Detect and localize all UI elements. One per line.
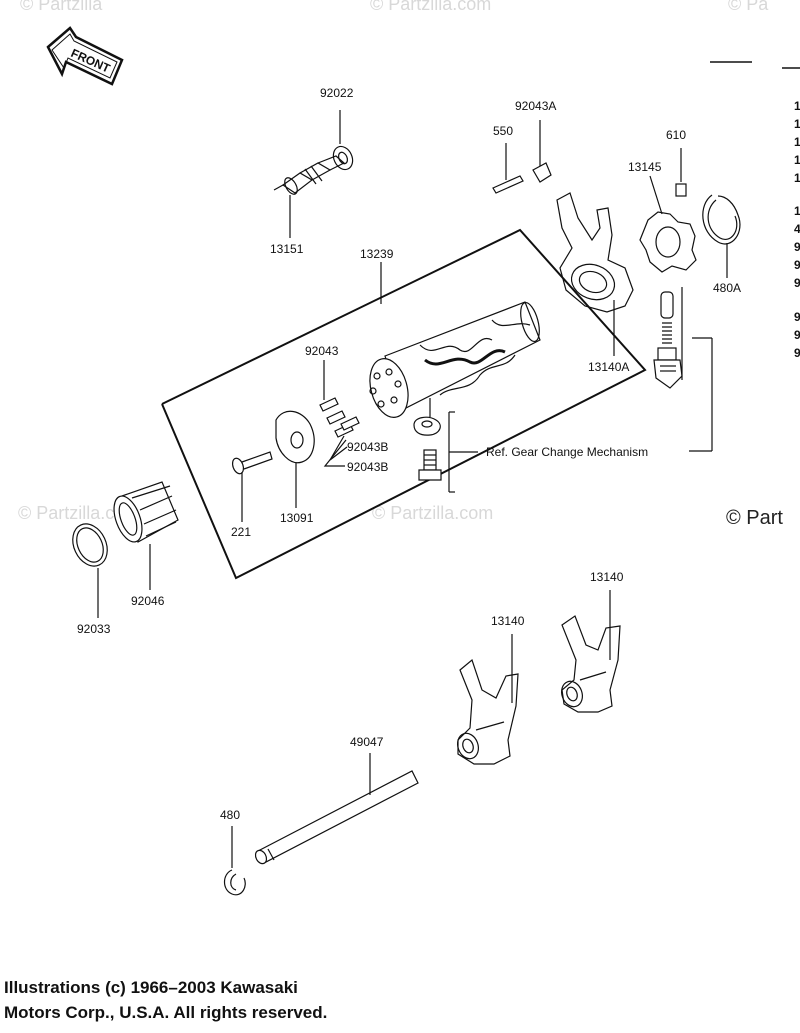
label-92043: 92043 <box>305 344 339 358</box>
assembly-group-outline <box>161 228 647 580</box>
cam-plate-13091-icon <box>275 410 315 464</box>
edge-fragment: 9 <box>794 328 800 342</box>
edge-fragment: 9 <box>794 258 800 272</box>
watermark-top-center: © Partzilla.com <box>370 0 492 14</box>
label-13145: 13145 <box>628 160 662 174</box>
edge-fragment: 9 <box>794 346 800 360</box>
label-92022: 92022 <box>320 86 354 100</box>
watermark-mid-left: © Partzilla.com <box>18 503 140 523</box>
label-480: 480 <box>220 808 241 822</box>
edge-fragment: 1 <box>794 117 800 131</box>
edge-fragment: 1 <box>794 135 800 149</box>
label-49047: 49047 <box>350 735 384 749</box>
edge-fragment: 1 <box>794 204 800 218</box>
watermark-mid-right: © Part <box>726 507 783 529</box>
label-13091: 13091 <box>280 511 314 525</box>
detent-bolt-icon <box>413 416 442 481</box>
edge-fragment: 9 <box>794 310 800 324</box>
neutral-switch-13151-icon <box>273 155 346 195</box>
shift-fork-13140A-icon <box>556 192 634 313</box>
edge-fragment: 9 <box>794 240 800 254</box>
label-13140-right: 13140 <box>590 570 624 584</box>
label-13151: 13151 <box>270 242 304 256</box>
pin-610-icon <box>675 183 687 197</box>
shift-rod-49047-icon <box>254 770 419 865</box>
label-550: 550 <box>493 124 514 138</box>
edge-fragment: 1 <box>794 99 800 113</box>
watermark-top-right: © Pa <box>728 0 769 14</box>
label-13239: 13239 <box>360 247 394 261</box>
pins-92043-icon <box>319 397 360 438</box>
shift-fork-13140-right-icon <box>561 615 621 713</box>
edge-fragment: 9 <box>794 276 800 290</box>
label-92046: 92046 <box>131 594 165 608</box>
circlip-480-icon <box>223 869 246 896</box>
label-92043B-lower: 92043B <box>347 460 389 474</box>
copyright-line-2: Motors Corp., U.S.A. All rights reserved… <box>4 1003 328 1022</box>
shift-fork-13140-left-icon <box>457 658 519 765</box>
label-92043A: 92043A <box>515 99 557 113</box>
pin-92043A-icon <box>532 162 552 183</box>
edge-fragment: 4 <box>794 222 800 236</box>
needle-bearing-92046-icon <box>113 481 179 543</box>
reference-note: Ref. Gear Change Mechanism <box>486 445 649 459</box>
circlip-92033-icon <box>72 523 108 567</box>
label-221: 221 <box>231 525 252 539</box>
plate-13145-icon <box>639 211 697 273</box>
screw-221-icon <box>231 451 273 475</box>
label-13140A: 13140A <box>588 360 630 374</box>
front-arrow-icon <box>46 26 124 86</box>
label-92043B-upper: 92043B <box>347 440 389 454</box>
watermark-top-left: © Partzilla <box>20 0 103 14</box>
shift-drum-13239-icon <box>369 301 541 418</box>
edge-fragment: 1 <box>794 153 800 167</box>
edge-fragment: 1 <box>794 171 800 185</box>
watermark-mid-center: © Partzilla.com <box>372 503 494 523</box>
label-480A: 480A <box>713 281 742 295</box>
label-13140-left: 13140 <box>491 614 525 628</box>
label-610: 610 <box>666 128 687 142</box>
pin-550-icon <box>492 175 524 194</box>
copyright-line-1: Illustrations (c) 1966–2003 Kawasaki <box>4 978 298 997</box>
label-92033: 92033 <box>77 622 111 636</box>
circlip-480A-icon <box>702 194 741 245</box>
detent-assembly-icon <box>653 291 683 389</box>
